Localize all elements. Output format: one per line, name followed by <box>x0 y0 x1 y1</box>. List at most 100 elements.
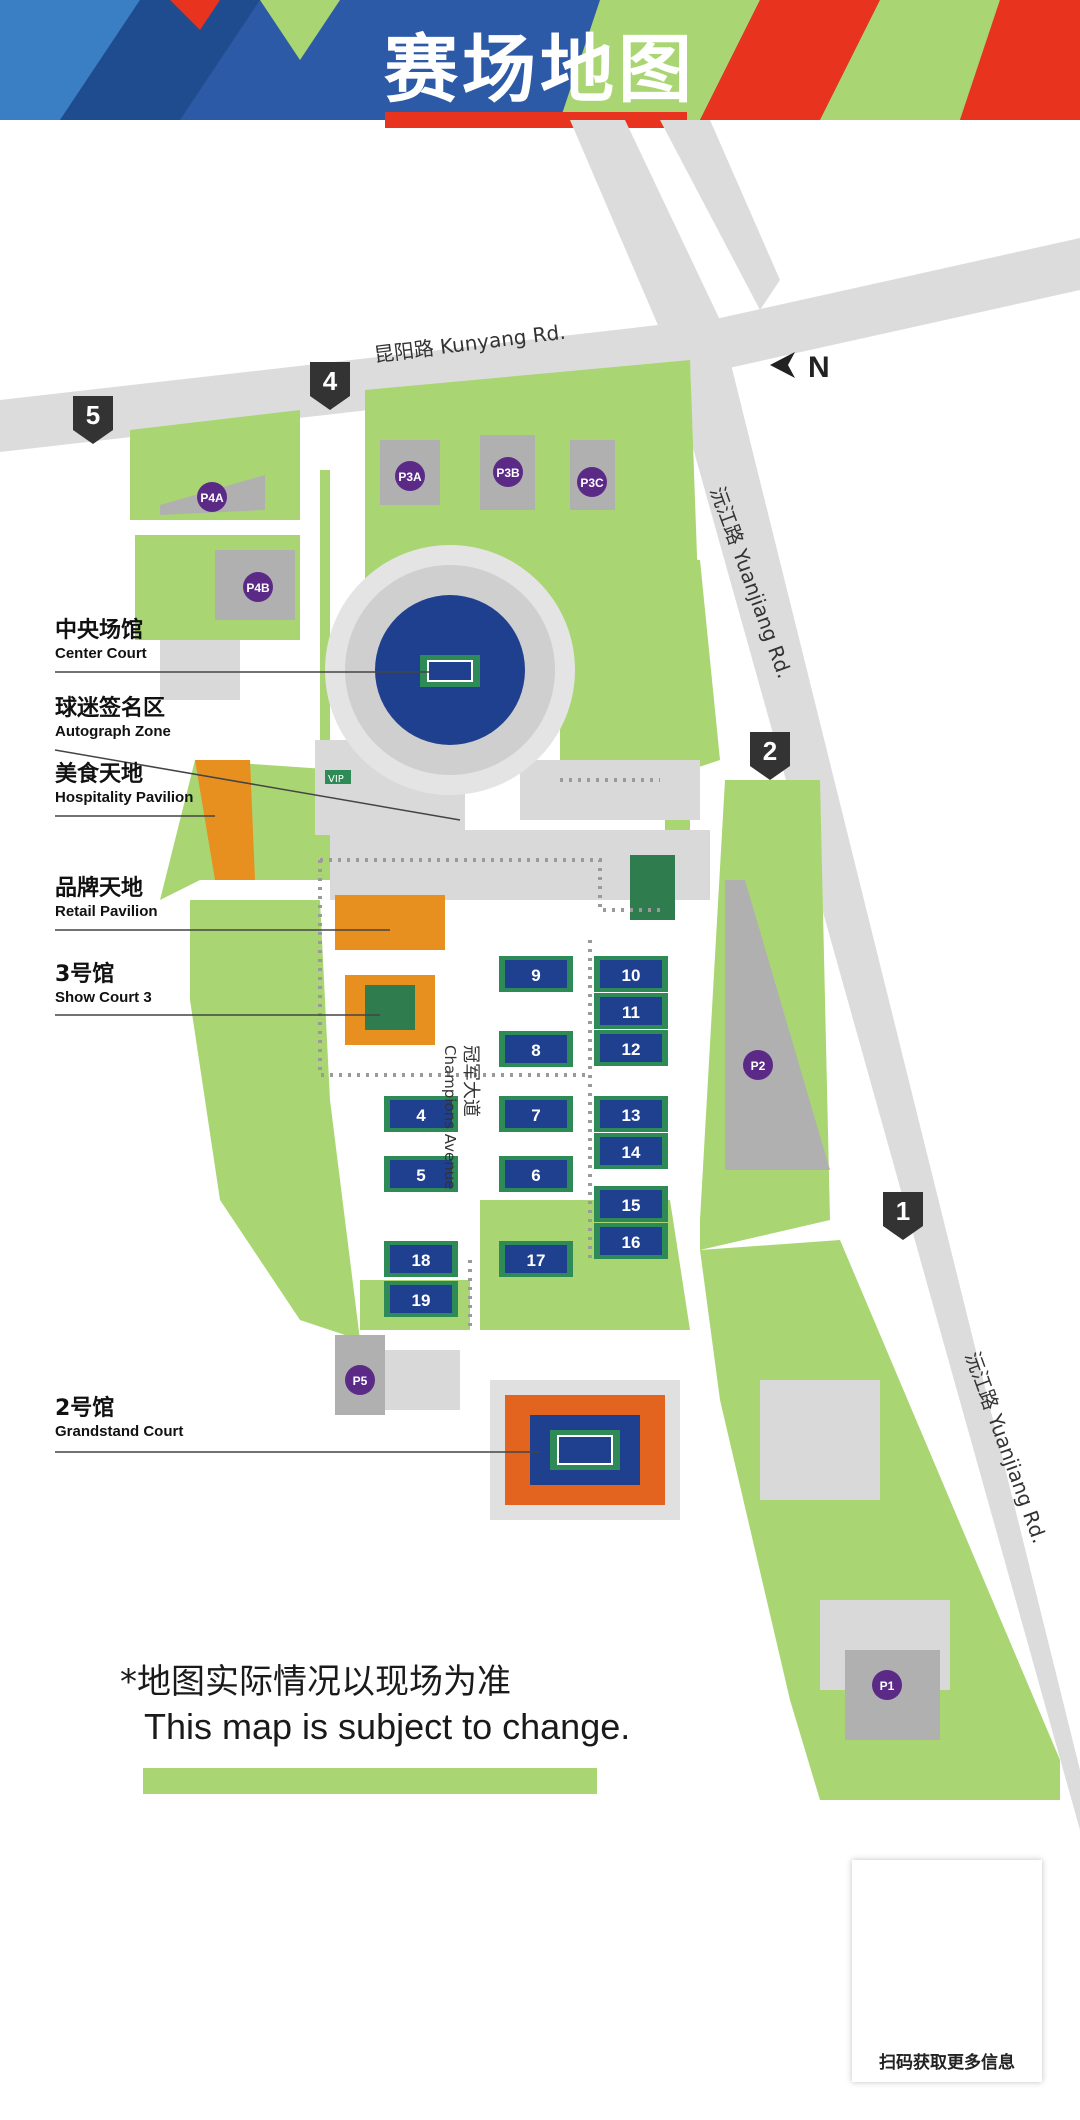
gate-arrow-icon <box>73 396 113 444</box>
court-16: 16 <box>594 1223 668 1259</box>
parking-label: P4B <box>246 581 270 595</box>
parking-badge-p3c: P3C <box>577 467 607 497</box>
court-number: 7 <box>531 1106 540 1125</box>
court-11: 11 <box>594 993 668 1029</box>
court-number: 4 <box>416 1106 426 1125</box>
parking-badge-p4a: P4A <box>197 482 227 512</box>
label-en: Retail Pavilion <box>55 903 158 920</box>
label-en: Center Court <box>55 645 147 662</box>
court-19: 19 <box>384 1281 458 1317</box>
court-number: 13 <box>622 1106 641 1125</box>
vip-label: VIP <box>328 774 344 785</box>
court-4: 4 <box>384 1096 458 1132</box>
parking-label: P3C <box>580 476 604 490</box>
parking-badge-p3a: P3A <box>395 461 425 491</box>
court-number: 10 <box>622 966 641 985</box>
walkways <box>318 778 660 1330</box>
page-title: 赛场地图 <box>384 27 696 113</box>
header-banner: 赛场地图 <box>0 0 1080 120</box>
parking-badge-p2: P2 <box>743 1050 773 1080</box>
court-6: 6 <box>499 1156 573 1192</box>
court-number: 8 <box>531 1041 540 1060</box>
court-number: 11 <box>622 1003 640 1022</box>
court-14: 14 <box>594 1133 668 1169</box>
label-grandstand-court: 2号馆 Grandstand Court <box>55 1396 183 1442</box>
avenue-label-zh: 冠军大道 <box>460 1045 481 1117</box>
gate-number: 1 <box>896 1196 910 1226</box>
court-10: 10 <box>594 956 668 992</box>
court-15: 15 <box>594 1186 668 1222</box>
disclaimer-en: This map is subject to change. <box>144 1706 631 1747</box>
north-arrow-icon <box>770 352 795 378</box>
compass-label: N <box>808 351 830 384</box>
grandstand-stadium <box>490 1380 680 1520</box>
label-zh: 3号馆 <box>55 962 115 987</box>
court-number: 19 <box>412 1291 431 1310</box>
gate-arrow-icon <box>750 732 790 780</box>
gate-2: 2 <box>750 732 790 780</box>
label-show-court-3: 3号馆 Show Court 3 <box>55 962 152 1008</box>
road-network <box>0 120 1080 1830</box>
court-number: 16 <box>622 1233 641 1252</box>
label-en: Show Court 3 <box>55 989 152 1006</box>
label-autograph-zone: 球迷签名区 Autograph Zone <box>55 696 171 742</box>
pavilions <box>195 760 675 1045</box>
parking-label: P2 <box>751 1059 766 1073</box>
parking-badge-p1: P1 <box>872 1670 902 1700</box>
qr-card[interactable]: 扫码获取更多信息 <box>852 1860 1042 2082</box>
parking-label: P3B <box>496 466 520 480</box>
gate-arrow-icon <box>883 1192 923 1240</box>
court-number: 15 <box>622 1196 641 1215</box>
court-number: 17 <box>527 1251 546 1270</box>
center-court-stadium <box>325 545 575 795</box>
practice-courts: 9 10 11 12 8 13 14 4 7 5 6 15 16 18 17 19 <box>384 956 668 1317</box>
label-center-court: 中央场馆 Center Court <box>55 618 147 664</box>
parking-label: P4A <box>200 491 224 505</box>
label-zh: 2号馆 <box>55 1396 115 1421</box>
court-13: 13 <box>594 1096 668 1132</box>
court-number: 9 <box>531 966 540 985</box>
court-7: 7 <box>499 1096 573 1132</box>
qr-caption: 扫码获取更多信息 <box>879 2053 1015 2073</box>
parking-label: P5 <box>353 1374 368 1388</box>
label-zh: 中央场馆 <box>55 618 144 643</box>
header-artwork <box>0 0 1080 120</box>
court-17: 17 <box>499 1241 573 1277</box>
court-12: 12 <box>594 1030 668 1066</box>
disclaimer-zh: *地图实际情况以现场为准 <box>120 1662 511 1702</box>
map-disclaimer: *地图实际情况以现场为准 This map is subject to chan… <box>120 1660 640 1750</box>
parking-badge-p3b: P3B <box>493 457 523 487</box>
label-en: Hospitality Pavilion <box>55 789 194 806</box>
parking-label: P1 <box>880 1679 895 1693</box>
court-number: 14 <box>622 1143 641 1162</box>
leader-lines <box>54 671 540 1453</box>
avenue-label-en: Champions Avenue <box>441 1045 459 1189</box>
gate-number: 5 <box>86 400 100 430</box>
gate-number: 4 <box>323 366 338 396</box>
label-zh: 美食天地 <box>55 762 144 787</box>
gate-1: 1 <box>883 1192 923 1240</box>
court-9: 9 <box>499 956 573 992</box>
label-zh: 球迷签名区 <box>55 696 166 721</box>
court-8: 8 <box>499 1031 573 1067</box>
court-18: 18 <box>384 1241 458 1277</box>
label-hospitality-pavilion: 美食天地 Hospitality Pavilion <box>55 762 193 808</box>
parking-badge-p5: P5 <box>345 1365 375 1395</box>
label-retail-pavilion: 品牌天地 Retail Pavilion <box>55 876 158 922</box>
court-number: 6 <box>531 1166 540 1185</box>
label-zh: 品牌天地 <box>55 876 144 901</box>
disclaimer-bar <box>143 1768 597 1794</box>
gate-5: 5 <box>73 396 113 444</box>
gate-4: 4 <box>310 362 350 410</box>
label-en: Grandstand Court <box>55 1423 184 1440</box>
parking-label: P3A <box>398 470 422 484</box>
compass: N <box>770 351 830 384</box>
gate-arrow-icon <box>310 362 350 410</box>
court-number: 12 <box>622 1040 641 1059</box>
vip-badge <box>325 770 351 784</box>
parking-badge-p4b: P4B <box>243 572 273 602</box>
court-number: 5 <box>416 1166 425 1185</box>
